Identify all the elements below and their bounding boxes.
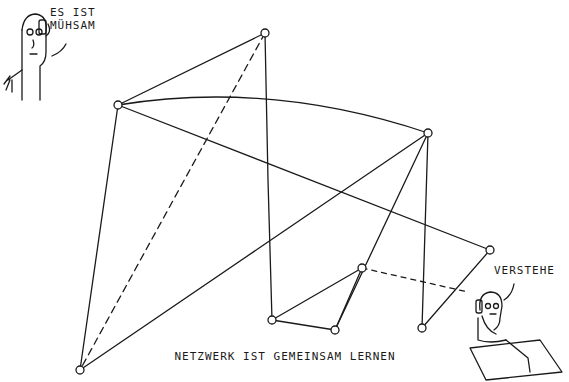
caption-text: NETZWERK IST GEMEINSAM LERNEN	[170, 350, 400, 363]
network-line	[118, 105, 490, 250]
network-line	[80, 133, 428, 370]
network-line	[118, 33, 265, 105]
network-dot	[261, 29, 269, 37]
network-line	[422, 133, 428, 328]
person-figure	[470, 292, 562, 380]
speech-text: VERSTEHE	[494, 264, 566, 277]
network-line	[80, 105, 118, 370]
network-dot	[76, 366, 84, 374]
network-dot	[424, 129, 432, 137]
network-line	[272, 320, 335, 330]
network-line	[335, 268, 362, 330]
network-line	[272, 268, 362, 320]
network-dot	[114, 101, 122, 109]
network-dot	[358, 264, 366, 272]
speech-line	[504, 284, 514, 300]
network-line	[335, 133, 428, 330]
speech-line	[52, 44, 66, 56]
network-line	[422, 250, 490, 328]
network-line	[265, 33, 272, 320]
network-dot	[331, 326, 339, 334]
speech-text: ES IST MÜHSAM	[50, 6, 106, 32]
person-figure	[4, 14, 50, 100]
network-line	[118, 97, 428, 133]
network-dot	[486, 246, 494, 254]
network-dot	[268, 316, 276, 324]
dashed-line	[362, 268, 468, 292]
dashed-line	[80, 33, 265, 370]
network-dot	[418, 324, 426, 332]
